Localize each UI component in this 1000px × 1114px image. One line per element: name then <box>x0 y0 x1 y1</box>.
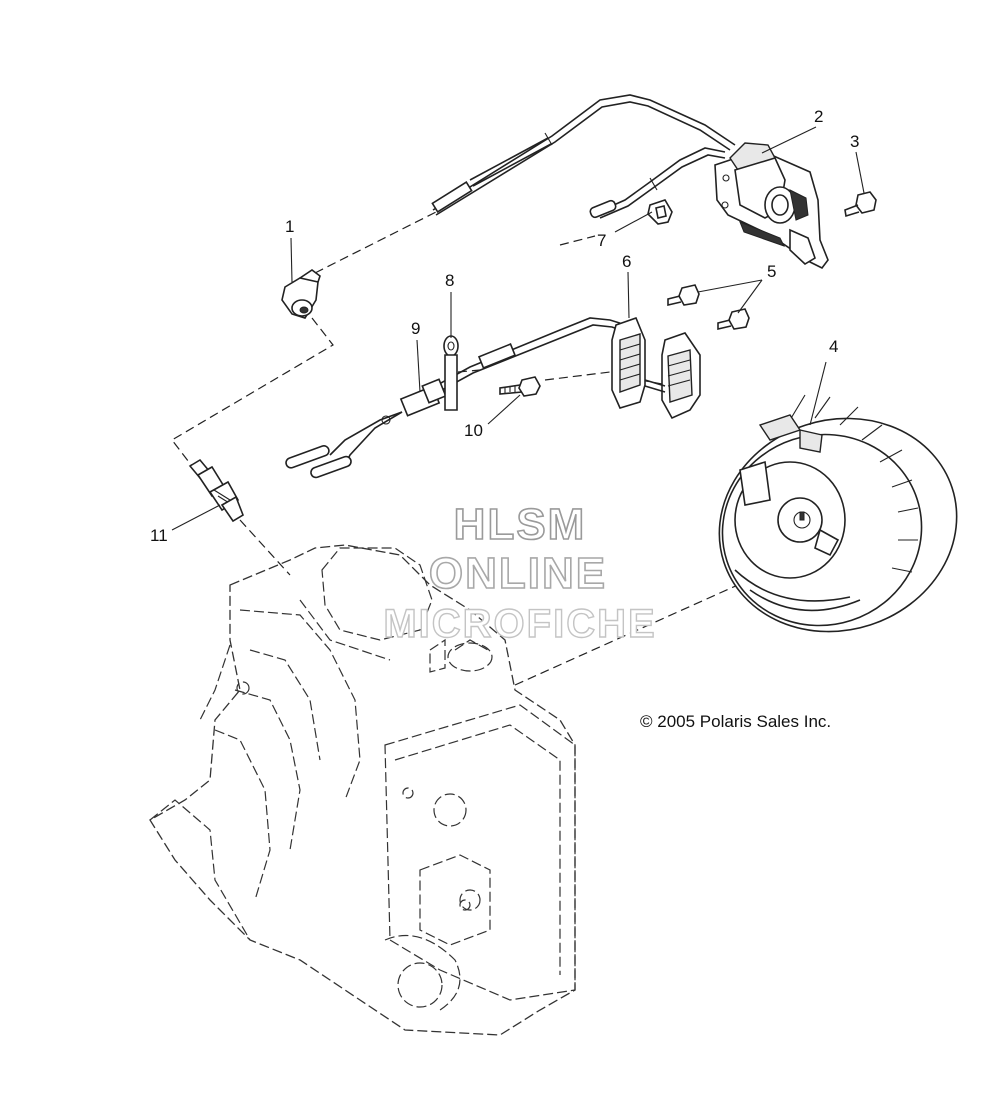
callout-10: 10 <box>464 421 483 440</box>
engine-block <box>149 544 576 1036</box>
spark-plug <box>188 458 244 523</box>
harness-bolt <box>499 376 541 397</box>
pickup-coil-assembly <box>611 316 701 420</box>
high-tension-lead <box>431 94 736 216</box>
callout-8: 8 <box>445 271 455 290</box>
callout-3: 3 <box>850 132 860 151</box>
flywheel <box>718 394 958 633</box>
callout-4: 4 <box>829 337 839 356</box>
watermark-line-1: HLSM <box>453 500 587 549</box>
callout-1: 1 <box>285 217 295 236</box>
kill-wire-harness <box>285 317 627 479</box>
ground-tab <box>443 335 459 411</box>
leader-lines <box>171 126 865 531</box>
copyright-notice: © 2005 Polaris Sales Inc. <box>640 712 832 731</box>
pickup-coil-screws <box>667 284 750 331</box>
wire-clip <box>647 199 673 225</box>
callout-11: 11 <box>150 526 168 545</box>
coil-harness-lead <box>589 147 726 219</box>
callout-7: 7 <box>597 231 607 250</box>
watermark-line-2: ONLINE <box>428 549 608 598</box>
ignition-coil <box>714 142 829 270</box>
callout-9: 9 <box>411 319 421 338</box>
watermark-line-3: MICROFICHE <box>383 602 657 646</box>
callout-6: 6 <box>622 252 632 271</box>
callout-2: 2 <box>814 107 824 126</box>
spark-plug-cap <box>281 269 321 319</box>
callout-5: 5 <box>767 262 777 281</box>
coil-screw <box>844 191 877 218</box>
